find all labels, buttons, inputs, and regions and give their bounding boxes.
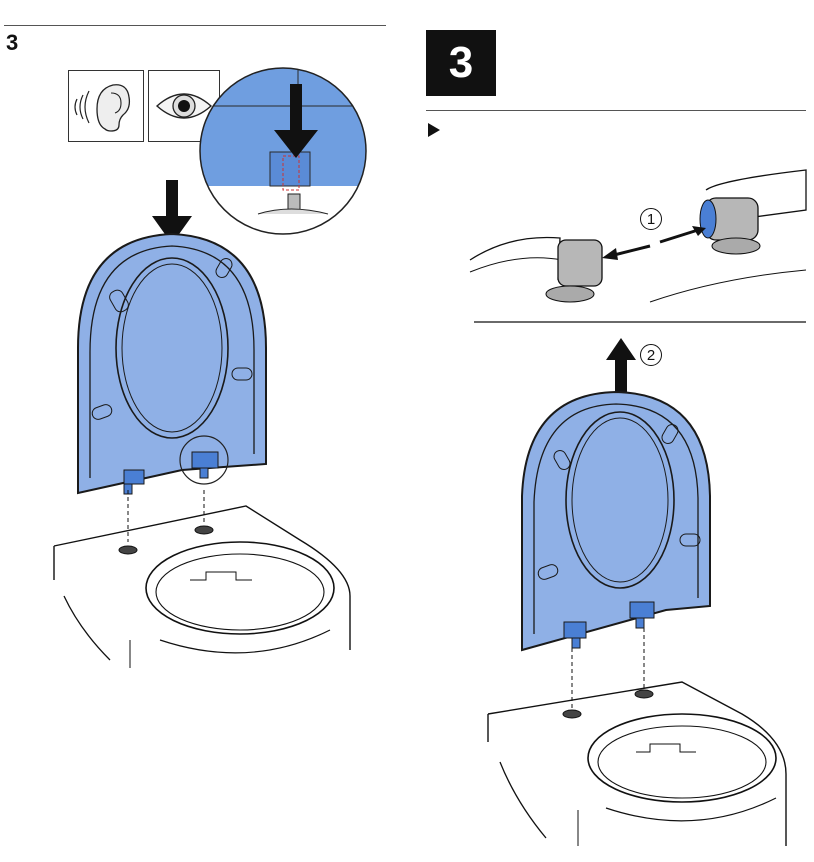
left-toilet-bowl	[53, 505, 351, 668]
left-header-rule	[4, 25, 386, 26]
right-header-rule	[426, 110, 806, 111]
right-step-number: 3	[426, 30, 496, 96]
up-arrow-icon	[606, 338, 636, 394]
right-toilet-seat	[521, 390, 711, 652]
ear-icon	[68, 70, 144, 142]
callout-1: 1	[640, 208, 662, 230]
callout-2: 2	[640, 344, 662, 366]
down-arrow-icon	[152, 180, 192, 244]
left-mount-guides	[118, 490, 214, 555]
hinge-removal-detail	[469, 169, 807, 323]
left-toilet-seat	[77, 232, 267, 495]
magnified-hinge-detail	[199, 67, 367, 235]
eye-icon	[148, 70, 220, 142]
right-toilet-bowl	[487, 681, 787, 846]
bullet-arrow-icon	[428, 123, 440, 137]
left-step-number: 3	[6, 30, 19, 55]
right-mount-guides	[562, 628, 654, 719]
